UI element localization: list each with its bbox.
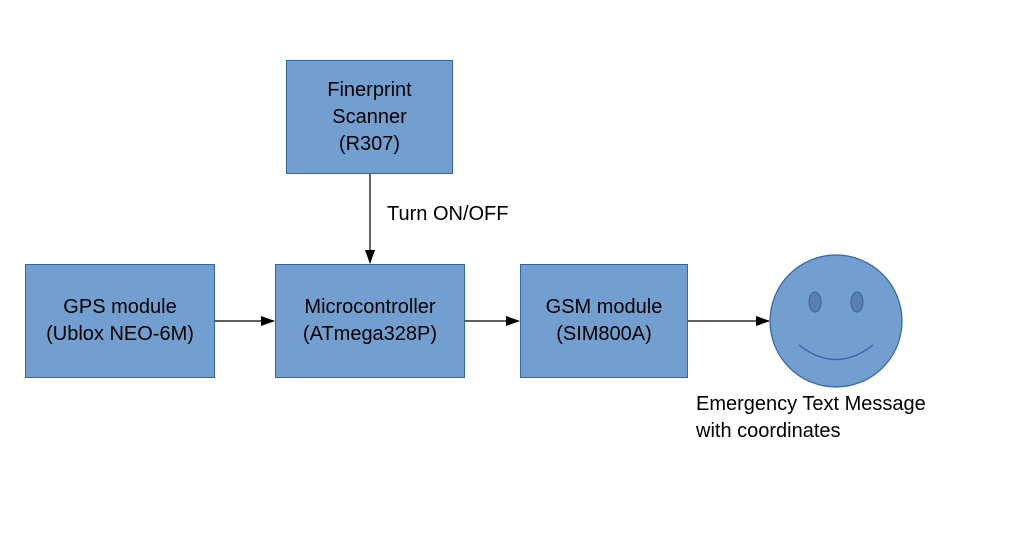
smiley-mouth <box>798 344 874 361</box>
turn-on-off-label: Turn ON/OFF <box>387 203 509 225</box>
gsm-module-label-line2: (SIM800A) <box>556 323 652 345</box>
fingerprint-scanner-label-line3: (R307) <box>338 132 401 155</box>
smiley-face-icon <box>769 254 903 388</box>
output-caption: Emergency Text Message with coordinates <box>696 391 926 445</box>
output-caption-line2: with coordinates <box>696 420 841 442</box>
microcontroller-box: Microcontroller (ATmega328P) <box>275 264 465 378</box>
smiley-right-eye <box>850 291 864 313</box>
microcontroller-label-line1: Microcontroller <box>304 296 436 318</box>
fingerprint-scanner-label-line2: Scanner <box>332 105 407 128</box>
smiley-left-eye <box>808 291 822 313</box>
smiley-face <box>769 254 903 388</box>
gsm-module-label-line1: GSM module <box>545 296 663 318</box>
fingerprint-scanner-box: Finerprint Scanner (R307) <box>286 60 453 174</box>
microcontroller-label-line2: (ATmega328P) <box>302 323 438 345</box>
gps-module-label-line1: GPS module <box>63 296 177 318</box>
gps-module-box: GPS module (Ublox NEO-6M) <box>25 264 215 378</box>
fingerprint-scanner-label-line1: Finerprint <box>327 78 412 101</box>
output-caption-line1: Emergency Text Message <box>696 393 926 415</box>
gsm-module-box: GSM module (SIM800A) <box>520 264 688 378</box>
gps-module-label-line2: (Ublox NEO-6M) <box>46 323 194 345</box>
